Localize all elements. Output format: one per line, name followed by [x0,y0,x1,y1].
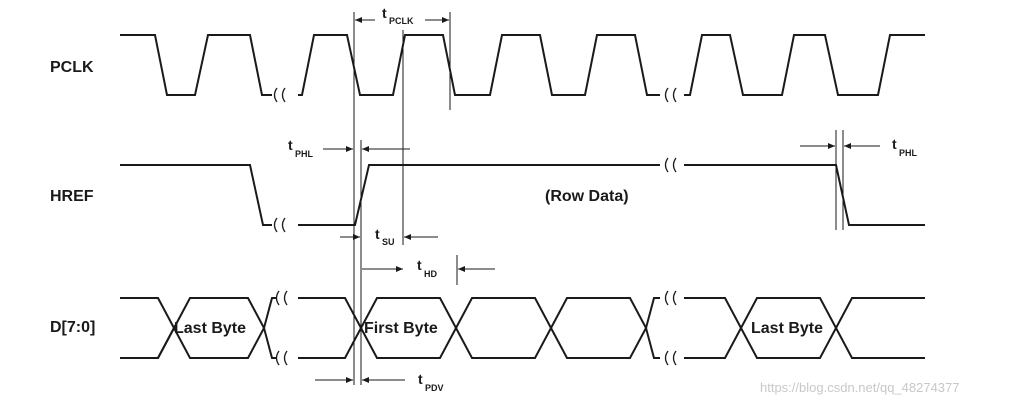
t-pdv-arrows [315,377,405,383]
last-byte-label-1: Last Byte [174,320,246,337]
pclk-break-2 [664,87,677,103]
last-byte-label-2: Last Byte [751,320,823,337]
pclk-break-1 [273,87,286,103]
svg-text:PDV: PDV [425,383,444,393]
svg-text:PHL: PHL [899,148,918,158]
t-phl-end-arrows [800,143,880,149]
watermark: https://blog.csdn.net/qq_48274377 [760,380,960,395]
href-break-2 [664,157,677,173]
svg-text:t: t [288,137,293,153]
svg-text:HD: HD [424,269,437,279]
href-waveform-right [684,164,925,226]
href-break-1 [273,217,286,233]
pclk-waveform-left [120,34,272,96]
data-break-1 [275,290,288,366]
t-su-arrows [340,234,438,240]
svg-text:t: t [375,226,380,242]
data-bus-waveform [120,297,925,359]
pclk-label: PCLK [50,59,94,76]
svg-text:t: t [417,257,422,273]
t-su-label: t SU [375,226,395,247]
svg-text:t: t [892,136,897,152]
t-pclk-label: t PCLK [382,5,414,26]
svg-text:PCLK: PCLK [389,16,414,26]
href-waveform-left [120,164,272,226]
pclk-waveform-right [684,34,925,96]
href-waveform-middle [298,164,660,226]
t-phl-start-label: t PHL [288,137,314,159]
href-label: HREF [50,188,94,205]
first-byte-label: First Byte [364,320,438,337]
t-phl-start-arrows [323,146,410,152]
data-break-2 [664,290,677,366]
svg-text:PHL: PHL [295,149,314,159]
t-pclk-arrows [355,17,449,23]
t-phl-end-label: t PHL [892,136,918,158]
pclk-waveform-middle [298,34,660,96]
data-bus-label: D[7:0] [50,319,95,336]
t-hd-arrows [362,266,495,272]
t-hd-label: t HD [417,257,437,279]
row-data-label: (Row Data) [545,188,629,205]
svg-text:t: t [382,5,387,21]
svg-text:SU: SU [382,237,395,247]
svg-text:t: t [418,371,423,387]
t-pdv-label: t PDV [418,371,444,393]
